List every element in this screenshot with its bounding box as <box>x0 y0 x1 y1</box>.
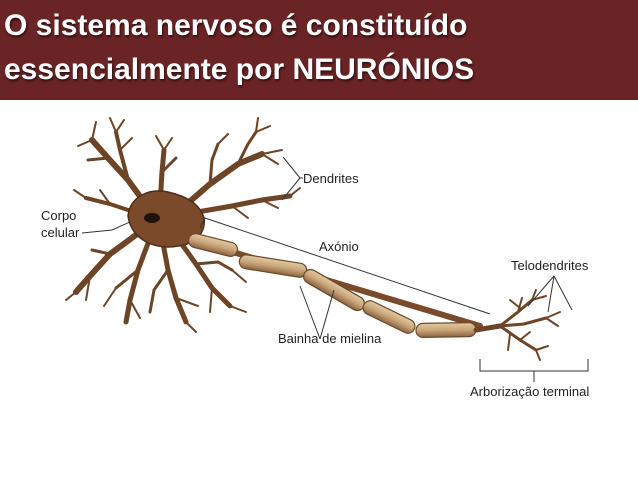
cell-body <box>127 190 205 248</box>
label-axonio: Axónio <box>319 239 359 254</box>
dendrites-right <box>177 117 301 219</box>
nucleus <box>144 213 160 223</box>
label-celular: celular <box>41 225 80 240</box>
label-telodendrites: Telodendrites <box>511 258 589 273</box>
label-arborizacao: Arborização terminal <box>470 384 589 399</box>
myelin-segment <box>187 233 239 257</box>
myelin-segment <box>362 300 416 334</box>
dendrites-left <box>73 117 178 216</box>
label-bainha: Bainha de mielina <box>278 331 382 346</box>
label-dendrites: Dendrites <box>303 171 359 186</box>
myelin-segment <box>238 254 308 278</box>
title-bar: O sistema nervoso é constituído essencia… <box>0 0 638 100</box>
leader-lines <box>81 156 589 382</box>
terminal-arborization <box>473 289 561 361</box>
label-corpo: Corpo <box>41 208 76 223</box>
slide-title-line-1: O sistema nervoso é constituído <box>4 9 468 42</box>
slide-title-line-2: essencialmente por NEURÓNIOS <box>4 53 475 86</box>
dendrites-lower <box>65 229 247 333</box>
myelin-segment <box>415 321 477 339</box>
